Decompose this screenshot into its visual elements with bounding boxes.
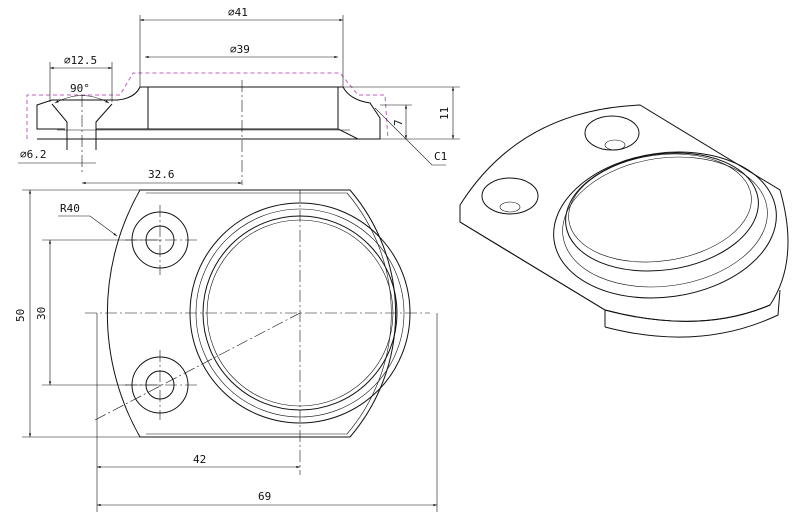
phantom-outline	[26, 72, 389, 140]
dim-inner-diameter: ∅39	[230, 43, 250, 56]
dim-outer-diameter: ∅41	[228, 6, 248, 19]
dim-width: 69	[258, 490, 271, 503]
iso-top-face	[459, 104, 789, 322]
dim-total-height: 11	[438, 107, 451, 120]
section-left-hatch	[36, 86, 149, 130]
iso-hole-right	[584, 115, 640, 151]
plan-view: 50 30 42 69 R40	[14, 189, 438, 512]
dim-hole-offset: 32.6	[148, 168, 175, 181]
dim-hole-spacing: 30	[35, 307, 48, 320]
isometric-view	[459, 104, 789, 338]
dim-countersink-angle: 90°	[70, 82, 90, 95]
dim-height: 50	[14, 309, 27, 322]
dim-center-offset: 42	[193, 453, 206, 466]
section-view: ∅41 ∅39 ∅12.5 90° ∅6.2 32.6 11 7 C1	[18, 6, 460, 185]
dim-radius: R40	[60, 202, 80, 215]
iso-ring-outer	[553, 151, 777, 299]
iso-hole-left	[481, 177, 539, 215]
dim-hole-diameter: ∅6.2	[20, 148, 47, 161]
dim-flange-height: 7	[392, 119, 405, 126]
iso-ring-inner	[565, 152, 759, 272]
dim-chamfer: C1	[434, 150, 447, 163]
dim-countersink-diameter: ∅12.5	[64, 54, 97, 67]
plate-outline	[106, 189, 397, 438]
